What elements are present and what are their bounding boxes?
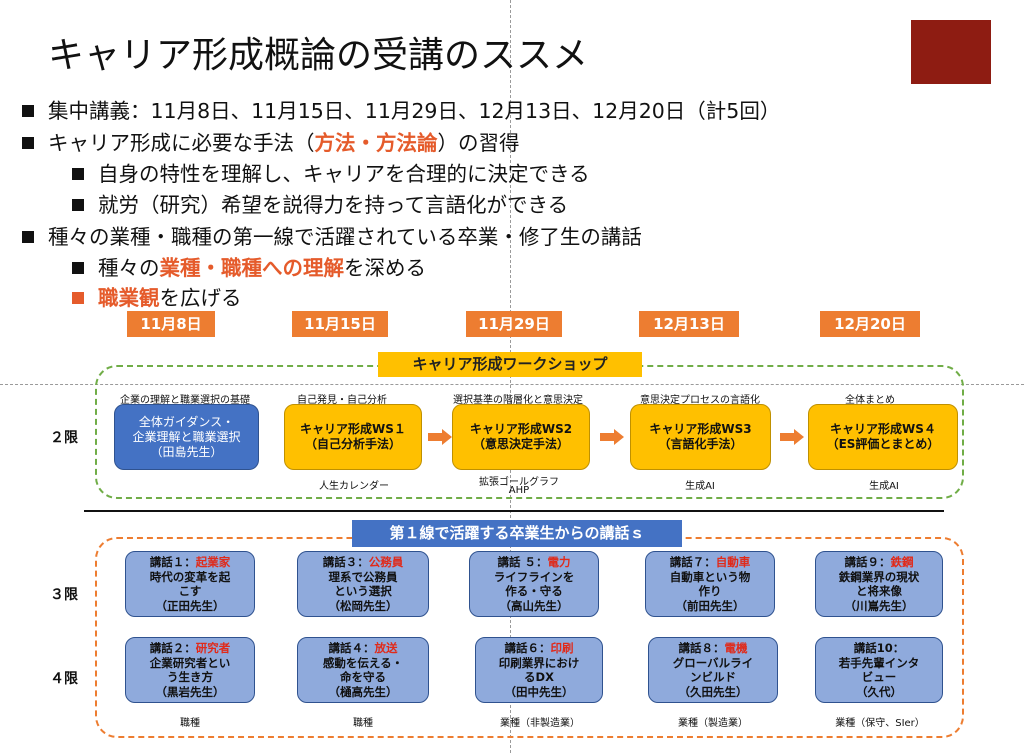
- talk-category: 業種（製造業）: [678, 718, 748, 729]
- date-label: 11月8日: [127, 311, 215, 337]
- talk-card: 講話１：起業家 時代の変革を起 こす （正田先生）: [125, 551, 255, 617]
- talk-card: 講話４：放送 感動を伝える・ 命を守る （樋高先生）: [297, 637, 429, 703]
- talk-category: 職種: [180, 718, 200, 729]
- talks-banner: 第１線で活躍する卒業生からの講話ｓ: [352, 520, 682, 547]
- date-label: 11月15日: [292, 311, 388, 337]
- bullet-schedule: 集中講義：11月8日、11月15日、11月29日、12月13日、12月20日（計…: [22, 96, 780, 126]
- workshop-topic-caption: 意思決定プロセスの言語化: [640, 395, 760, 406]
- bullet-marker: [72, 199, 84, 211]
- talk-category: 業種（保守、SIer）: [835, 718, 925, 729]
- date-label: 12月20日: [820, 311, 920, 337]
- sub-bullet-industry: 種々の業種・職種への理解を深める: [72, 253, 426, 283]
- talk-card: 講話３：公務員 理系で公務員 という選択 （松岡先生）: [297, 551, 429, 617]
- date-label: 11月29日: [466, 311, 562, 337]
- talk-card: 講話７：自動車 自動車という物 作り （前田先生）: [645, 551, 775, 617]
- talk-category: 業種（非製造業）: [500, 718, 580, 729]
- guide-line-horizontal: [0, 384, 1024, 385]
- talk-card: 講話２：研究者 企業研究者とい う生き方 （黒岩先生）: [125, 637, 255, 703]
- talk-card: 講話９：鉄鋼 鉄鋼業界の現状 と将来像 （川嶌先生）: [815, 551, 943, 617]
- workshop-tool-caption: AHP: [508, 485, 530, 496]
- workshop-card-ws2: キャリア形成WS2 （意思決定手法）: [452, 404, 590, 470]
- workshop-card-ws4: キャリア形成WS４ （ES評価とまとめ）: [808, 404, 958, 470]
- talk-card: 講話 ５：電力 ライフラインを 作る・守る （高山先生）: [469, 551, 599, 617]
- talk-category: 職種: [353, 718, 373, 729]
- title-accent-block: [911, 20, 991, 84]
- workshop-topic-caption: 全体まとめ: [845, 395, 895, 406]
- workshop-tool-caption: 生成AI: [685, 481, 715, 492]
- date-label: 12月13日: [639, 311, 739, 337]
- workshop-topic-caption: 選択基準の階層化と意思決定: [453, 395, 583, 406]
- workshop-tool-caption: 人生カレンダー: [319, 481, 389, 492]
- bullet-marker: [72, 292, 84, 304]
- workshop-topic-caption: 企業の理解と職業選択の基礎: [120, 395, 250, 406]
- workshop-card-ws1: キャリア形成WS１ （自己分析手法）: [284, 404, 422, 470]
- sub-bullet-verbalization: 就労（研究）希望を説得力を持って言語化ができる: [72, 190, 568, 220]
- workshop-tool-caption: 生成AI: [869, 481, 899, 492]
- talk-card: 講話６：印刷 印刷業界におけ るDX （田中先生）: [475, 637, 603, 703]
- workshop-topic-caption: 自己発見・自己分析: [297, 395, 387, 406]
- bullet-talks: 種々の業種・職種の第一線で活躍されている卒業・修了生の講話: [22, 222, 642, 252]
- section-divider: [84, 510, 944, 512]
- bullet-methods: キャリア形成に必要な手法（方法・方法論）の習得: [22, 128, 520, 158]
- talk-card: 講話８：電機 グローバルライ ンビルド （久田先生）: [648, 637, 778, 703]
- bullet-marker: [22, 231, 34, 243]
- period-2: ２限: [50, 430, 78, 446]
- period-3: ３限: [50, 587, 78, 603]
- period-4: ４限: [50, 671, 78, 687]
- bullet-marker: [72, 262, 84, 274]
- slide-title: キャリア形成概論の受講のススメ: [48, 35, 589, 76]
- bullet-marker: [22, 137, 34, 149]
- workshop-banner: キャリア形成ワークショップ: [378, 352, 642, 377]
- bullet-marker: [72, 168, 84, 180]
- bullet-marker: [22, 105, 34, 117]
- workshop-card-ws3: キャリア形成WS3 （言語化手法）: [630, 404, 771, 470]
- workshop-card-guidance: 全体ガイダンス・ 企業理解と職業選択 （田島先生）: [114, 404, 259, 470]
- sub-bullet-self-understanding: 自身の特性を理解し、キャリアを合理的に決定できる: [72, 159, 590, 189]
- talk-card: 講話10： 若手先輩インタ ビュー （久代）: [815, 637, 943, 703]
- sub-bullet-occupation: 職業観を広げる: [72, 283, 242, 313]
- workshop-tool-caption: 拡張ゴールグラフ: [479, 477, 559, 488]
